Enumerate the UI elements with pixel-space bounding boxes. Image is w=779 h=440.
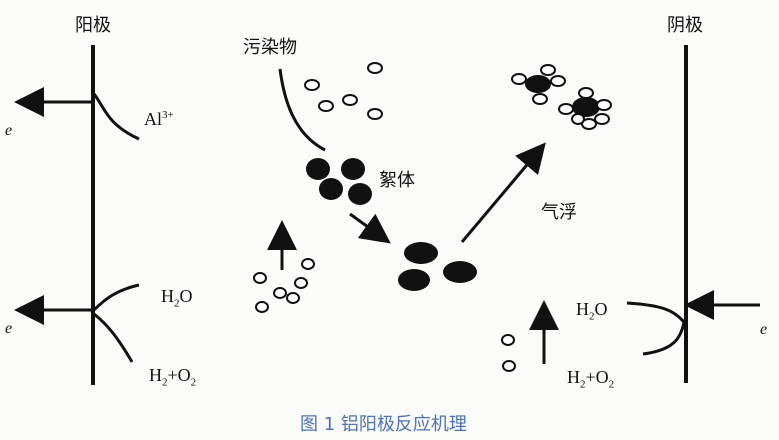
aluminum-ion-label: Al3+ (144, 109, 174, 129)
aluminum-charge: 3+ (162, 109, 174, 121)
aluminum-symbol: Al (144, 109, 162, 129)
electron-label-cathode: e (760, 321, 768, 338)
pollutant-particle (367, 108, 383, 120)
pollutant-particle (253, 272, 267, 284)
bubble (596, 99, 612, 111)
floc-particle (306, 158, 330, 180)
floc-label: 絮体 (379, 170, 415, 191)
floc-particle-group (306, 158, 477, 291)
right-water-oxygen: O (594, 299, 608, 319)
anode-water-upper-curve (92, 283, 140, 312)
right-water-hydrogen: H (576, 299, 589, 319)
right-gas-plus-oxygen: +O (585, 367, 609, 387)
pollutant-particle (304, 79, 320, 91)
right-gas-hydrogen: H (567, 367, 580, 387)
floc-settling-arrow (349, 212, 391, 244)
floc-particle (341, 158, 365, 180)
pollutant-particle (294, 277, 308, 289)
bubble (581, 118, 597, 130)
left-water-oxygen: O (179, 286, 193, 306)
floc-particle (319, 178, 343, 200)
bubble (532, 93, 548, 105)
pollutant-particle (286, 292, 300, 304)
right-gas-oxygen-subscript: 2 (608, 378, 615, 391)
floc-particle (398, 269, 430, 291)
left-gas-oxygen-subscript: 2 (190, 376, 197, 389)
left-gas-hydrogen-subscript: 2 (162, 376, 168, 389)
left-gas-plus-oxygen: +O (167, 365, 191, 385)
pollutant-particle (502, 360, 516, 372)
left-water-subscript: 2 (174, 297, 180, 310)
left-gas-products-label: H2+O2 (149, 365, 196, 388)
right-water-label: H2O (576, 299, 608, 322)
electron-label-anode-top: e (5, 122, 13, 139)
bubble (540, 64, 556, 76)
right-gas-products-label: H2+O2 (567, 367, 614, 390)
al-ion-release-curve (92, 93, 140, 141)
bubble (594, 113, 610, 125)
bubble (578, 87, 594, 99)
floating-floc (525, 75, 551, 93)
bubble-floc-cluster (511, 64, 612, 130)
bubble (511, 73, 527, 85)
bubble (558, 103, 574, 115)
floating-floc (572, 97, 600, 117)
anode-water-lower-curve (93, 312, 134, 363)
left-water-label: H2O (161, 286, 193, 309)
floc-particle (348, 183, 372, 205)
left-gas-hydrogen: H (149, 365, 162, 385)
cathode-label: 阴极 (667, 15, 703, 36)
pollutant-particle (255, 301, 269, 313)
pollutant-particle (342, 94, 358, 106)
bubble (550, 75, 566, 87)
flotation-rise-arrow (460, 142, 546, 243)
right-water-subscript: 2 (589, 310, 595, 323)
pollutant-label: 污染物 (243, 37, 297, 58)
anode-label: 阳极 (75, 15, 111, 36)
left-water-hydrogen: H (161, 286, 174, 306)
cathode-water-curve (626, 301, 686, 356)
electron-label-anode-bottom: e (5, 320, 13, 337)
pollutant-curve (278, 68, 326, 152)
pollutant-particle (318, 100, 334, 112)
floc-particle (404, 242, 438, 264)
pollutant-particle (501, 334, 515, 346)
pollutant-particle (301, 258, 315, 270)
right-gas-hydrogen-subscript: 2 (580, 378, 586, 391)
pollutant-particle-group (253, 62, 516, 372)
flotation-label: 气浮 (541, 202, 577, 223)
pollutant-particle (367, 62, 383, 74)
pollutant-particle (273, 287, 287, 299)
bubble (571, 113, 585, 125)
figure-caption: 图 1 铝阳极反应机理 (300, 414, 467, 435)
floc-particle (443, 261, 477, 283)
